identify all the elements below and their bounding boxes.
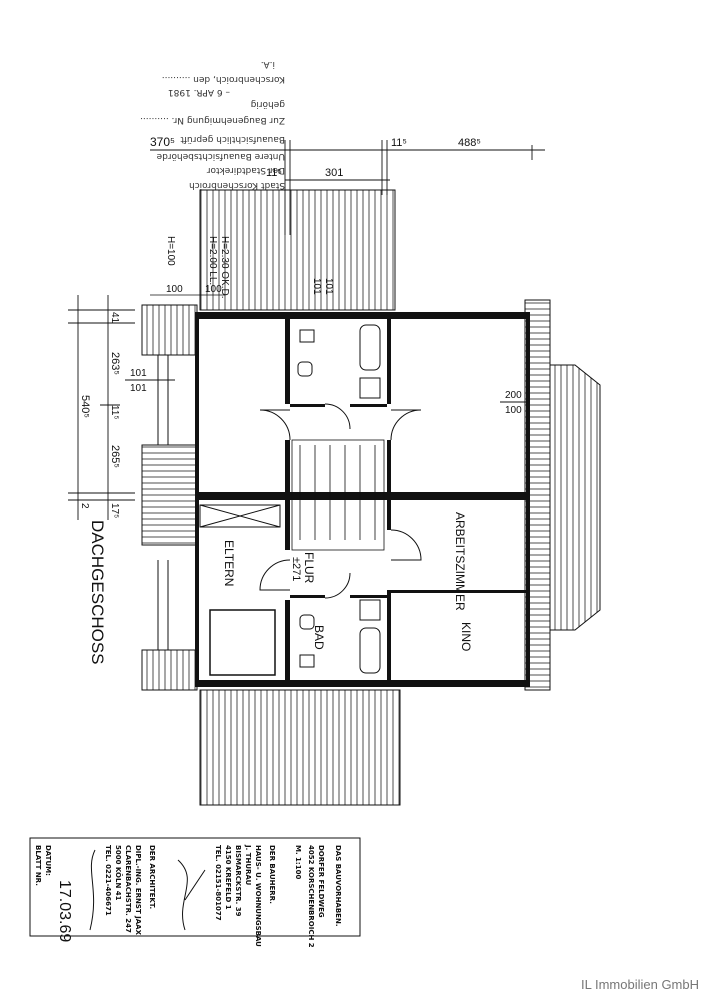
dim-label: 301 [325, 167, 343, 179]
doors [259, 403, 422, 599]
stamp-line: i.A. [261, 59, 275, 69]
roof-bottom [199, 689, 401, 806]
title-block-line: DIPL.-ING. ERNST JAAX [134, 845, 142, 936]
room-label: ARBEITSZIMMER [453, 512, 467, 611]
dim-label: 17⁵ [109, 503, 120, 518]
dim-label: 265⁵ [109, 445, 121, 468]
staircase [291, 439, 385, 551]
title-block-line: HAUS- U. WOHNUNGSBAU [254, 845, 262, 947]
title-block-line: CLARENBACHSTR. 247 [124, 845, 132, 933]
plan-title: DACHGESCHOSS [88, 520, 107, 665]
bay-roof [549, 364, 601, 631]
dim-label: 11⁵ [266, 167, 282, 179]
stamp-line: Der Stadtdirektor [206, 165, 285, 175]
level-label: ±271 [290, 557, 302, 581]
left-dimensions [68, 295, 175, 520]
title-block-line: M. 1:100 [294, 845, 302, 879]
dormer [141, 444, 198, 546]
dim-label: 100 [505, 405, 522, 416]
dim-label: 11⁵ [391, 137, 407, 149]
architect-signature [89, 849, 96, 931]
title-block: DAS BAUVORHABEN. DORFER FELDWEG 4052 KOR… [29, 837, 361, 948]
roof-top [199, 189, 396, 311]
dim-label: 200 [505, 390, 522, 401]
room-label: FLUR [302, 552, 316, 584]
room-label: ELTERN [222, 540, 236, 586]
room-label: KINO [459, 622, 473, 651]
dim-label: 101 [311, 278, 322, 295]
dim-label: 540⁵ [79, 395, 91, 418]
dim-label: 488⁵ [458, 137, 481, 149]
dim-label: 11⁵ [109, 405, 120, 420]
title-block-label: DER BAUHERR. [268, 845, 276, 904]
stamp-line: Korschenbroich, den .......... [162, 74, 285, 84]
dim-label: 100 [205, 284, 222, 295]
dormer [141, 649, 198, 691]
owner-signature [177, 859, 206, 931]
stamp-date: – 6 APR. 1981 [168, 87, 230, 97]
stamp-line: gehörig [251, 99, 285, 109]
stamp-line: Bauaufsichtlich geprüft [180, 134, 285, 144]
dim-label: 101 [130, 383, 147, 394]
title-block-line: J. THURAU [244, 844, 252, 886]
title-block-line: DORFER FELDWEG [317, 845, 325, 918]
dim-label: 101 [130, 368, 147, 379]
title-block-line: 4150 KREFELD 1 [224, 845, 232, 910]
dim-label: 263⁵ [109, 352, 121, 375]
room-label: BAD [312, 625, 326, 650]
dormer-height: H=2.30 OK.D. [219, 236, 230, 299]
dormer [141, 304, 198, 356]
walls [195, 312, 530, 687]
title-block-line: TEL. 0221-406671 [104, 845, 112, 916]
title-block-line: 4052 KORSCHENBROICH 2 [307, 845, 315, 948]
approval-stamp: Stadt Korschenbroich Der Stadtdirektor U… [140, 59, 285, 190]
watermark: IL Immobilien GmbH [581, 977, 699, 992]
stamp-line: Zur Baugenehmigung Nr. .......... [140, 115, 285, 125]
stamp-line: Stadt Korschenbroich [189, 180, 285, 190]
stamp-line: Untere Bauaufsichtsbehörde [156, 151, 285, 161]
dim-label: 41 [109, 312, 120, 324]
title-block-label: BLATT NR. [34, 845, 42, 886]
dim-label: 2 [79, 503, 90, 509]
title-block-label: DER ARCHITEKT. [148, 845, 156, 909]
title-block-label: DAS BAUVORHABEN. [334, 845, 342, 926]
title-block-line: TEL. 02151-801077 [214, 845, 222, 921]
title-block-line: 5000 KÖLN 41 [114, 845, 123, 901]
dim-label: 101 [323, 278, 334, 295]
dormer-height: H=100 [165, 236, 176, 266]
title-block-label: DATUM: [44, 845, 52, 876]
bathroom-fixtures [199, 324, 381, 676]
dim-label: 100 [166, 284, 183, 295]
dim-label: 370⁵ [150, 135, 175, 149]
title-block-date: 17.03.69 [56, 880, 73, 942]
title-block-line: BISMARCKSTR. 39 [234, 845, 242, 917]
dormer-height: H=2.00 LL. [207, 236, 218, 285]
